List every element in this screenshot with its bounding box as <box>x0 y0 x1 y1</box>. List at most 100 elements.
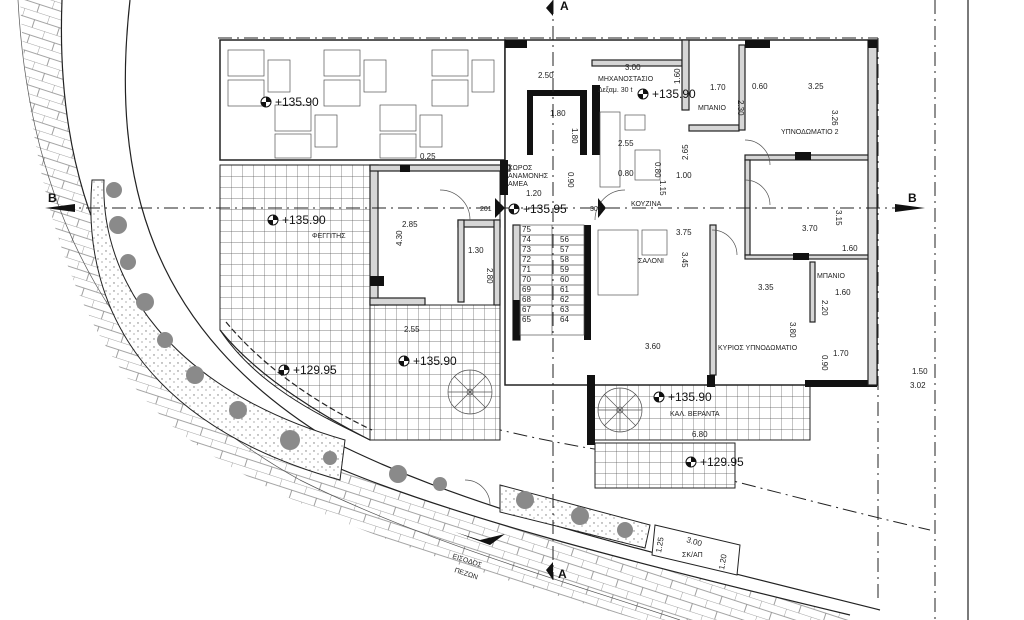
stair-step-number: 62 <box>560 295 569 304</box>
walls <box>369 39 878 445</box>
door-number-label: 201 <box>480 206 492 213</box>
dimension-label: 2.30 <box>736 100 745 116</box>
dimension-label: 4.30 <box>395 230 404 246</box>
room-label: ΚΥΡΙΟΣ ΥΠΝΟΔΩΜΑΤΙΟ <box>718 345 798 352</box>
dimension-label: 1.70 <box>710 83 726 92</box>
bin-store <box>651 524 741 576</box>
dimension-label: 1.60 <box>835 288 851 297</box>
stair-step-number: 71 <box>522 265 531 274</box>
dimension-label: 0.90 <box>566 172 575 188</box>
level-label: +135.90 <box>282 213 326 227</box>
room-label: ΜΗΧΑΝΟΣΤΑΣΙΟ <box>598 76 654 83</box>
dimension-label: 2.65 <box>681 144 690 160</box>
dimension-label: 2.80 <box>485 268 494 284</box>
dimension-label: 1.20 <box>717 553 729 570</box>
lower-garden <box>594 442 736 489</box>
stair-step-number: 72 <box>522 255 531 264</box>
stair-step-number: 64 <box>560 315 569 324</box>
dimension-label: 6.80 <box>692 430 708 439</box>
stair-step-number: 56 <box>560 235 569 244</box>
stair-step-number: 59 <box>560 265 569 274</box>
dimension-label: 2.85 <box>402 220 418 229</box>
main-stair <box>519 224 585 336</box>
level-label: +135.90 <box>668 390 712 404</box>
dimension-label: 0.90 <box>820 355 829 371</box>
stair-step-number: 73 <box>522 245 531 254</box>
room-label: ΥΠΝΟΔΩΜΑΤΙΟ 2 <box>781 129 839 136</box>
dimension-label: 1.80 <box>570 128 579 144</box>
dimension-label: 1.30 <box>468 246 484 255</box>
level-label: +135.90 <box>413 354 457 368</box>
section-label: B <box>908 191 917 205</box>
dimension-label: 1.15 <box>658 180 667 196</box>
dimension-label: 1.60 <box>673 68 682 84</box>
level-label: +135.90 <box>652 87 696 101</box>
room-label: ΚΑΛ. ΒΕΡΑΝΤΑ <box>670 411 720 418</box>
dimension-label: 1.80 <box>550 109 566 118</box>
room-label: ΦΕΓΓΙΤΗΣ <box>312 233 346 240</box>
stair-step-number: 63 <box>560 305 569 314</box>
dimension-label: 3.45 <box>680 252 689 268</box>
trees <box>106 182 633 538</box>
dimension-label: 3.70 <box>802 224 818 233</box>
dimension-label: 1.60 <box>842 244 858 253</box>
dimension-label: 0.60 <box>752 82 768 91</box>
stair-step-number: 69 <box>522 285 531 294</box>
stair-step-number: 75 <box>522 225 531 234</box>
stair-step-number: 58 <box>560 255 569 264</box>
dimension-label: 1.00 <box>676 171 692 180</box>
dimension-label: 1.50 <box>912 367 928 376</box>
room-label: ΣΑΛΟΝΙ <box>638 258 664 265</box>
dimension-label: 2.55 <box>404 325 420 334</box>
level-label: +135.90 <box>275 95 319 109</box>
dimension-label: 3.35 <box>758 283 774 292</box>
dimension-label: 0.25 <box>420 152 436 161</box>
stair-step-number: 68 <box>522 295 531 304</box>
stair-step-number: 67 <box>522 305 531 314</box>
dimension-label: 1.70 <box>833 349 849 358</box>
room-label: ΧΩΡΟΣ <box>508 165 533 172</box>
dimension-label: 3.25 <box>808 82 824 91</box>
dimension-label: 0.80 <box>653 162 662 178</box>
stair-step-number: 65 <box>522 315 531 324</box>
dimension-label: 1.20 <box>526 189 542 198</box>
dimension-label: 3.60 <box>645 342 661 351</box>
planter-left <box>90 179 346 481</box>
section-label: B <box>48 191 57 205</box>
level-label: +135.95 <box>523 202 567 216</box>
door-number-label: 301 <box>590 206 602 213</box>
section-markers <box>45 0 925 580</box>
dimension-label: 3.26 <box>830 110 839 126</box>
room-label: Δεξαμ. 30 t <box>598 87 632 94</box>
section-label: A <box>560 0 569 13</box>
dimension-label: 2.55 <box>618 139 634 148</box>
room-label: ΑΜΕΑ <box>508 181 528 188</box>
stair-step-number: 61 <box>560 285 569 294</box>
dimension-label: 3.00 <box>625 63 641 72</box>
dimension-label: 3.75 <box>676 228 692 237</box>
room-label: ΑΝΑΜΟΝΗΣ <box>508 173 549 180</box>
section-label: A <box>558 567 567 581</box>
dimension-label: 2.50 <box>538 71 554 80</box>
stair-step-number: 70 <box>522 275 531 284</box>
door-swings <box>439 139 771 506</box>
room-label: ΜΠΑΝΙΟ <box>817 273 846 280</box>
dimension-label: 2.20 <box>820 300 829 316</box>
dimension-label: 3.00 <box>685 535 703 548</box>
terrace-furniture <box>227 49 495 159</box>
dimension-label: 1.25 <box>654 536 666 553</box>
spiral-stair-right <box>597 387 643 433</box>
spiral-stair-left <box>447 369 493 415</box>
stair-step-number: 60 <box>560 275 569 284</box>
stair-step-number: 57 <box>560 245 569 254</box>
level-label: +129.95 <box>293 363 337 377</box>
room-label: ΜΠΑΝΙΟ <box>698 105 727 112</box>
dimension-label: 3.15 <box>834 210 843 226</box>
stair-step-number: 74 <box>522 235 531 244</box>
kitchen-fixtures <box>597 111 668 296</box>
dimension-label: 3.80 <box>788 322 797 338</box>
dimension-label: 0.80 <box>618 169 634 178</box>
room-label: ΚΟΥΖΙΝΑ <box>631 201 662 208</box>
dimension-label: 3.02 <box>910 381 926 390</box>
